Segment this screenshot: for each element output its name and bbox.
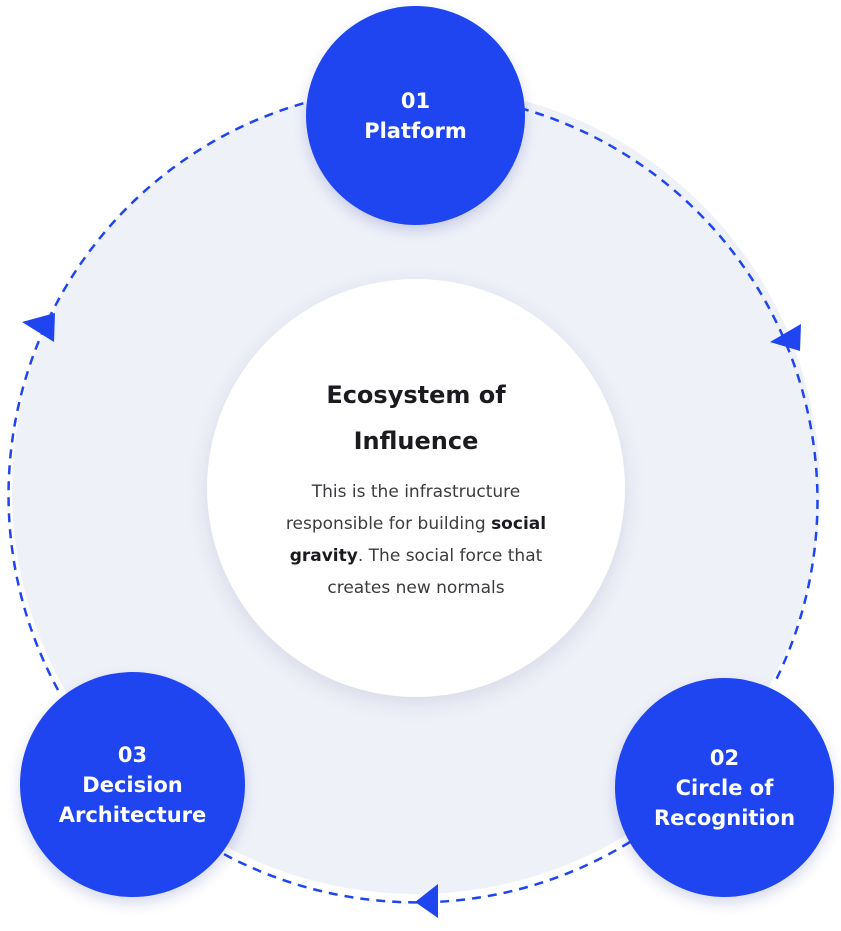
center-description-highlight: social gravity [289, 514, 547, 566]
center-title: Ecosystem of Influence [326, 381, 506, 455]
center-description: This is the infrastructure responsible f… [266, 476, 566, 604]
arrow-decision-to-platform [22, 313, 55, 342]
arrow-platform-to-recognition [770, 324, 801, 351]
arrow-recognition-to-decision [415, 884, 438, 918]
node-decision-label-line-2: Architecture [58, 802, 207, 827]
node-recognition-number: 02 [709, 745, 740, 770]
node-platform: 01 Platform [306, 6, 525, 225]
node-decision-label-line-1: Decision [82, 772, 183, 797]
center-description-end: . The social force that creates new norm… [327, 546, 543, 598]
node-recognition: 02 Circle of Recognition [615, 678, 834, 897]
node-decision: 03 Decision Architecture [20, 672, 245, 897]
node-recognition-label-line-1: Circle of [675, 775, 774, 800]
node-decision-number: 03 [117, 742, 148, 767]
node-recognition-label-line-2: Recognition [653, 805, 796, 830]
center-description-start: This is the infrastructure responsible f… [285, 482, 521, 534]
node-platform-number: 01 [400, 88, 431, 113]
center-card: Ecosystem of Influence This is the infra… [207, 279, 625, 697]
node-platform-label: Platform [364, 118, 467, 143]
